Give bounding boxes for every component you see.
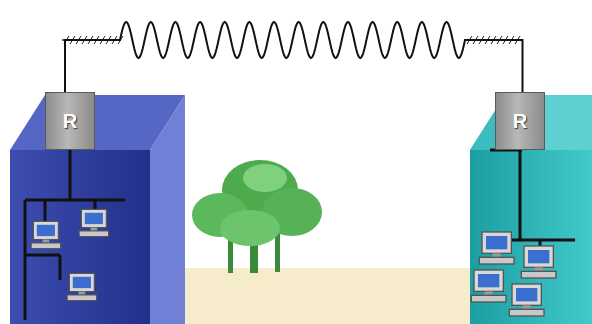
- left-building: [10, 95, 185, 324]
- wireless-link: [65, 22, 523, 92]
- tree: [192, 160, 322, 273]
- router-box: R: [495, 92, 545, 150]
- router-box: R: [45, 92, 95, 150]
- computers: [31, 209, 556, 316]
- router-label: R: [63, 110, 77, 133]
- lan-wiring: [25, 150, 575, 320]
- router-label: R: [513, 110, 527, 133]
- ground: [150, 268, 470, 324]
